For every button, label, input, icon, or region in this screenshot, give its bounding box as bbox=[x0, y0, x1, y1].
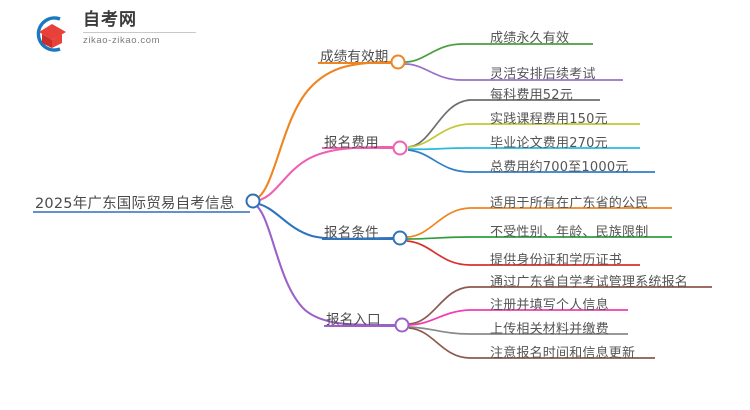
branch-label-3[interactable]: 报名入口 bbox=[326, 312, 381, 328]
logo-divider bbox=[83, 32, 196, 33]
leaf-label-1-2[interactable]: 毕业论文费用270元 bbox=[490, 136, 608, 151]
leaf-label-3-2[interactable]: 上传相关材料并缴费 bbox=[490, 322, 609, 337]
edge-b3-c1 bbox=[408, 309, 487, 326]
edge-b2-c2 bbox=[406, 240, 487, 266]
leaf-label-1-0[interactable]: 每科费用52元 bbox=[490, 88, 573, 103]
root-node-circle bbox=[245, 193, 261, 209]
edge-b0-c0 bbox=[404, 43, 487, 63]
leaf-label-0-1[interactable]: 灵活安排后续考试 bbox=[490, 67, 596, 82]
leaf-label-3-3[interactable]: 注意报名时间和信息更新 bbox=[490, 346, 636, 361]
leaf-label-3-0[interactable]: 通过广东省自学考试管理系统报名 bbox=[490, 275, 689, 290]
leaf-label-2-1[interactable]: 不受性别、年龄、民族限制 bbox=[490, 225, 649, 240]
edge-b2-c1 bbox=[406, 236, 487, 240]
leaf-label-3-1[interactable]: 注册并填写个人信息 bbox=[490, 298, 609, 313]
edge-b3-c0 bbox=[408, 286, 487, 325]
leaf-label-2-0[interactable]: 适用于所有在广东省的公民 bbox=[490, 196, 649, 211]
edge-b3-c2 bbox=[408, 326, 487, 335]
branch-node-circle-1 bbox=[392, 140, 408, 156]
root-node-label[interactable]: 2025年广东国际贸易自考信息 bbox=[35, 196, 235, 212]
edge-b3-c3 bbox=[408, 327, 487, 359]
branch-node-circle-2 bbox=[392, 230, 408, 246]
branch-label-0[interactable]: 成绩有效期 bbox=[320, 49, 389, 65]
leaf-label-1-3[interactable]: 总费用约700至1000元 bbox=[490, 160, 629, 175]
leaf-label-1-1[interactable]: 实践课程费用150元 bbox=[490, 112, 608, 127]
edge-root-b1 bbox=[253, 145, 395, 203]
edge-b1-c0 bbox=[407, 99, 487, 148]
logo-mark-icon bbox=[28, 12, 74, 54]
edge-b1-c3 bbox=[407, 149, 487, 173]
edge-b2-c0 bbox=[406, 207, 487, 238]
leaf-label-0-0[interactable]: 成绩永久有效 bbox=[490, 31, 570, 46]
branch-label-1[interactable]: 报名费用 bbox=[324, 135, 379, 151]
edge-b1-c2 bbox=[407, 147, 487, 151]
leaf-label-2-2[interactable]: 提供身份证和学历证书 bbox=[490, 253, 623, 268]
edge-root-b3 bbox=[252, 202, 397, 327]
site-logo: 自考网 zikao-zikao.com bbox=[28, 10, 198, 56]
edge-b0-c1 bbox=[404, 63, 487, 81]
branch-node-circle-0 bbox=[390, 54, 406, 70]
branch-node-circle-3 bbox=[394, 317, 410, 333]
logo-name-cn: 自考网 bbox=[83, 10, 137, 30]
logo-url: zikao-zikao.com bbox=[83, 35, 161, 46]
edge-b1-c1 bbox=[407, 123, 487, 148]
branch-label-2[interactable]: 报名条件 bbox=[324, 225, 379, 241]
